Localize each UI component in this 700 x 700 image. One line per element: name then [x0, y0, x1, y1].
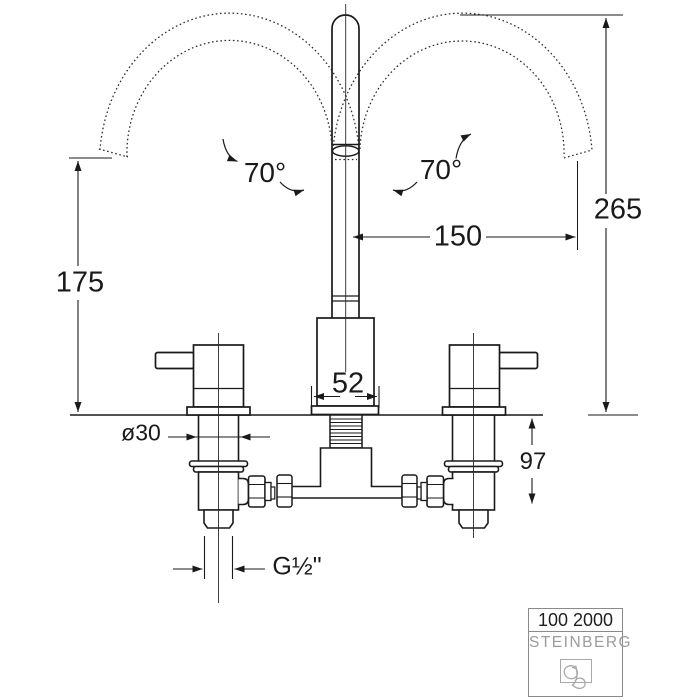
left-valve-side-nut: [247, 475, 266, 508]
thread-ribs: [330, 418, 362, 444]
left-spout-outlet-face: [98, 148, 129, 158]
right-handle-base-flange: [441, 406, 507, 416]
left-swivel-outer-arc: [99, 12, 360, 151]
left-swivel-inner-arc: [126, 39, 333, 158]
left-valve-stub: [270, 486, 276, 500]
right-valve-side-boss: [442, 477, 454, 506]
left-handle-lever: [154, 351, 195, 370]
dim-shank-diameter-label: ø30: [121, 419, 161, 446]
dim-swivel-angle-right-label: 70°: [419, 154, 463, 185]
right-union-nut: [401, 474, 418, 508]
brand-logo-frame: [560, 659, 592, 683]
spout-base-plate: [310, 405, 380, 416]
dim-below-deck-depth-label: 97: [519, 448, 547, 475]
right-spout-outlet-face: [563, 149, 593, 159]
right-valve-side-nut: [426, 475, 445, 508]
dim-spout-reach-label: 150: [433, 220, 483, 253]
dimension-lines: [69, 14, 638, 579]
right-swivel-arrow-lower: [392, 181, 418, 197]
dim-swivel-angle-left-label: 70°: [243, 157, 287, 188]
centerlines: [218, 4, 474, 603]
model-number: 100 2000: [529, 609, 622, 632]
center-underbody: [276, 414, 418, 508]
right-handle: [441, 344, 539, 416]
right-handle-body: [448, 344, 501, 408]
right-handle-lever: [498, 351, 539, 370]
left-valve-collar: [264, 481, 272, 502]
left-swivel-arrow-upper: [222, 138, 238, 163]
left-union-nut: [276, 474, 293, 508]
dim-thread-size-label: G½": [272, 552, 322, 581]
dim-spout-outlet-height-label: 175: [55, 266, 105, 299]
right-valve-stub: [416, 486, 422, 500]
spout-base: [310, 317, 380, 416]
brand-logo-icon: [563, 665, 586, 689]
brand-logo-swirl: [563, 665, 586, 689]
left-valve-side-boss: [238, 477, 250, 506]
dim-base-width-label: 52: [331, 367, 365, 400]
right-swivel-arrow-upper: [455, 133, 472, 159]
swivel-arcs: [98, 12, 593, 161]
title-block: 100 2000 STEINBERG: [528, 608, 633, 697]
left-swivel-arrow-lower: [279, 181, 305, 197]
right-valve-collar: [420, 481, 428, 502]
dim-total-height-label: 265: [593, 193, 643, 226]
right-swivel-outer-arc: [332, 12, 593, 151]
brand-name: STEINBERG: [529, 634, 633, 651]
